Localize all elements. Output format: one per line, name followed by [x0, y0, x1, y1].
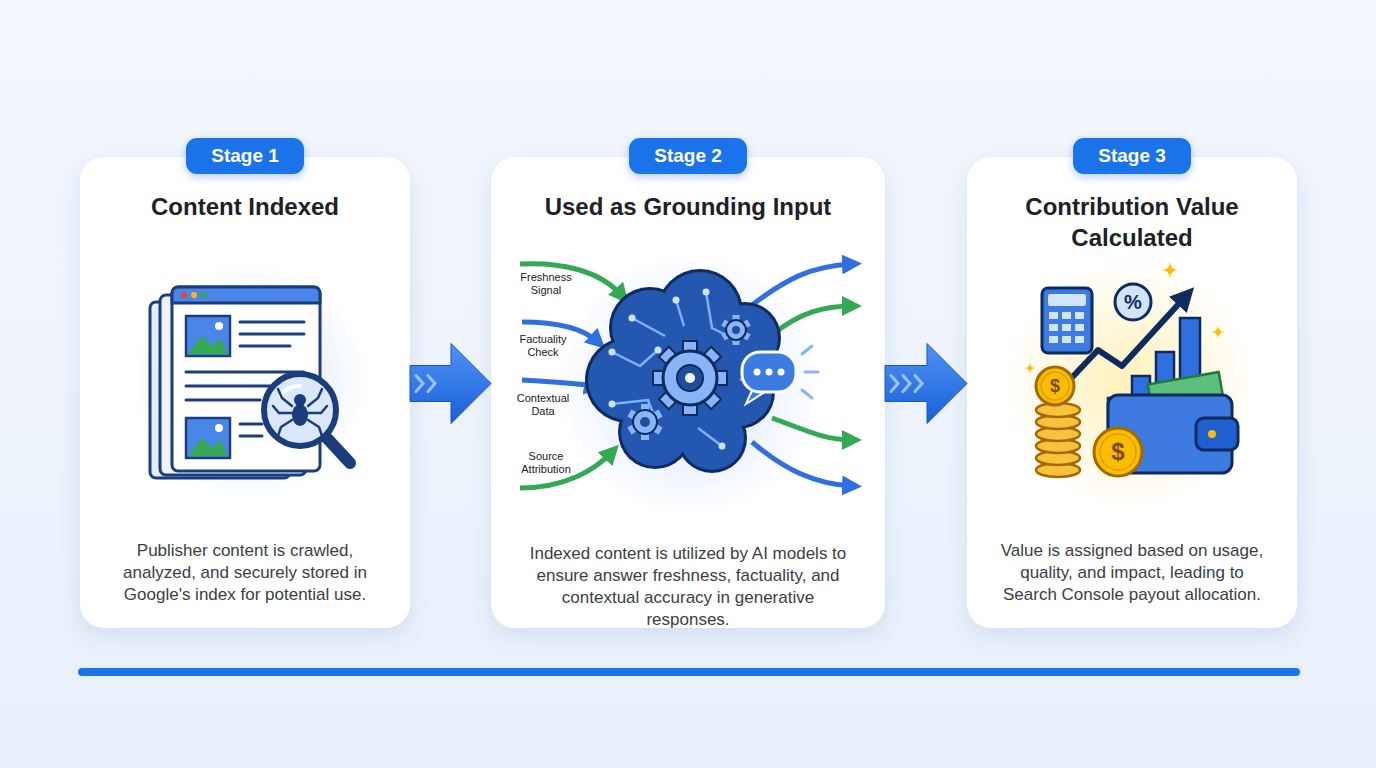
flow-arrow-body — [885, 344, 967, 424]
stage-card: Contribution Value CalculatedValue is as… — [967, 157, 1297, 628]
flow-arrow — [410, 344, 491, 424]
flow-arrow-body — [410, 344, 491, 424]
stage-description: Publisher content is crawled, analyzed, … — [119, 540, 371, 606]
stage-badge: Stage 2 — [629, 138, 747, 174]
stage-description: Indexed content is utilized by AI models… — [527, 543, 849, 631]
stage-label: Stage 3 — [1098, 145, 1166, 167]
stage-label: Stage 2 — [654, 145, 722, 167]
arrow-chevron — [416, 376, 423, 392]
arrow-chevron — [891, 376, 898, 392]
arrow-chevron — [903, 376, 910, 392]
stage-card: Content IndexedPublisher content is craw… — [80, 157, 410, 628]
flow-arrow — [885, 344, 967, 424]
stage-title: Used as Grounding Input — [503, 191, 873, 222]
stage-card: Used as Grounding InputIndexed content i… — [491, 157, 885, 628]
baseline-bar — [82, 668, 1296, 676]
arrow-chevron — [915, 376, 922, 392]
stage-badge: Stage 1 — [186, 138, 304, 174]
stage-title: Content Indexed — [95, 191, 395, 222]
stage-label: Stage 1 — [211, 145, 279, 167]
stage-title: Contribution Value Calculated — [997, 191, 1267, 253]
stage-badge: Stage 3 — [1073, 138, 1191, 174]
arrow-chevron — [428, 376, 435, 392]
stage-description: Value is assigned based on usage, qualit… — [996, 540, 1268, 606]
